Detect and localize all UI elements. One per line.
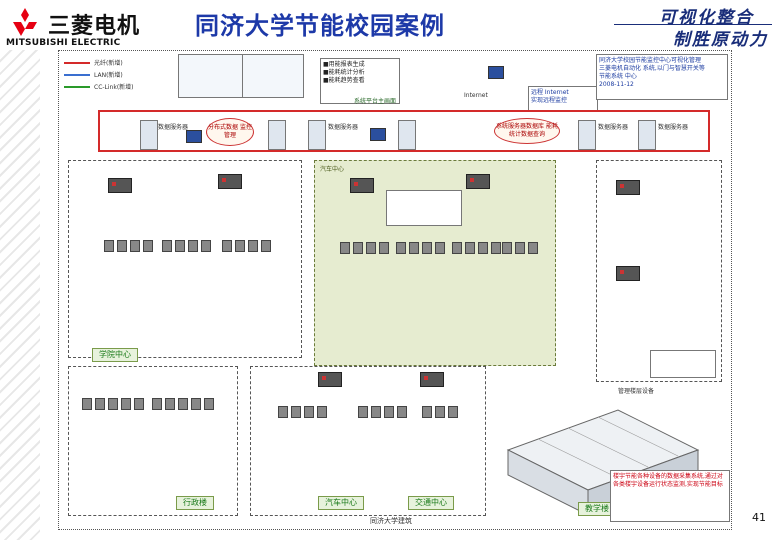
fiber-backbone-bottom — [98, 150, 710, 152]
workstation-icon — [186, 130, 202, 143]
meter-group — [152, 398, 214, 410]
plc-icon — [616, 266, 640, 281]
page-number: 41 — [752, 511, 766, 524]
data-server-icon — [268, 120, 286, 150]
mitsubishi-logo-icon — [13, 8, 37, 36]
meter-group — [452, 242, 501, 254]
legend-item-fiber: 光纤(新增) — [64, 58, 123, 67]
header: 三菱电机 MITSUBISHI ELECTRIC 同济大学节能校园案例 可视化整… — [0, 0, 780, 50]
device-info-box — [386, 190, 462, 226]
right-monitor-zone — [596, 160, 722, 382]
database-query-oval: 系统服务器数据库 能耗统计数据查询 — [494, 118, 560, 144]
plc-icon — [350, 178, 374, 193]
company-name-en: MITSUBISHI ELECTRIC — [6, 38, 121, 48]
admin-building-zone — [68, 366, 238, 516]
building-remark: 管理楼层设备 — [618, 388, 655, 395]
bottom-caption: 同济大学建筑 — [370, 517, 412, 525]
data-server-icon — [308, 120, 326, 150]
meter-group — [162, 240, 211, 252]
meter-group — [502, 242, 538, 254]
plc-icon — [318, 372, 342, 387]
meter-group — [340, 242, 389, 254]
plc-icon — [616, 180, 640, 195]
server-label: 数据服务器 — [658, 124, 689, 131]
legend-swatch — [64, 61, 90, 64]
fiber-backbone-top — [98, 110, 710, 112]
legend-label: CC-Link(新增) — [94, 84, 134, 91]
meter-group — [358, 406, 407, 418]
meter-group — [278, 406, 327, 418]
building-note: 楼宇节能各种设备的数据采集系统,通过对各类楼宇设备运行状态监测,实现节能目标 — [610, 470, 730, 522]
internet-label: Internet — [464, 92, 488, 99]
campus-note: 同济大学校园节能监控中心可视化管理 三菱电机自动化 系统,以门与智慧开关等 节能… — [596, 54, 728, 100]
slogan-line-1: 可视化整合 — [659, 8, 754, 28]
center-label-college: 学院中心 — [92, 348, 138, 362]
server-label: 数据服务器 — [598, 124, 629, 131]
data-server-icon — [638, 120, 656, 150]
meter-group — [82, 398, 144, 410]
page-title: 同济大学节能校园案例 — [195, 11, 445, 40]
plc-icon — [466, 174, 490, 189]
meter-group — [396, 242, 445, 254]
legend-swatch — [64, 73, 90, 76]
device-info-box — [650, 350, 716, 378]
remote-access-label: 远程 Internet 实现远程监控 — [528, 86, 598, 112]
legend-label: 光纤(新增) — [94, 60, 123, 67]
feature-item: ■用能报表生成 — [323, 61, 365, 68]
plc-icon — [108, 178, 132, 193]
server-label: 数据服务器 — [158, 124, 189, 131]
lower-center-zone — [250, 366, 486, 516]
slogan-divider — [614, 24, 772, 25]
screen-thumbnail — [242, 54, 304, 98]
legend-item-cclink: CC-Link(新增) — [64, 82, 134, 91]
data-server-icon — [578, 120, 596, 150]
center-label-admin: 行政楼 — [176, 496, 214, 510]
slogan: 可视化整合 制胜原动力 — [604, 0, 774, 50]
meter-group — [422, 406, 458, 418]
system-diagram: 光纤(新增) LAN(新增) CC-Link(新增) ■用能报表生成 ■能耗统计… — [58, 50, 732, 530]
data-server-icon — [140, 120, 158, 150]
server-label: 数据服务器 — [328, 124, 359, 131]
center-label-automotive: 汽车中心 — [318, 496, 364, 510]
diagram-frame — [58, 50, 732, 530]
left-hatch-decoration — [0, 50, 40, 540]
fiber-link — [98, 110, 100, 152]
distributed-monitor-oval: 分布式数据 监控管理 — [206, 118, 254, 146]
company-name-cn: 三菱电机 — [48, 14, 141, 39]
slogan-line-2: 制胜原动力 — [673, 30, 768, 50]
top-panel-caption: 系统平台主画面 — [354, 98, 397, 105]
legend-item-lan: LAN(新增) — [64, 70, 123, 79]
meter-group — [222, 240, 271, 252]
remote-pc-icon — [488, 66, 504, 79]
plc-icon — [218, 174, 242, 189]
green-zone-label: 汽车中心 — [320, 166, 345, 173]
legend-swatch — [64, 85, 90, 88]
fiber-link — [708, 110, 710, 152]
meter-group — [104, 240, 153, 252]
workstation-icon — [370, 128, 386, 141]
feature-item: ■能耗统计分析 — [323, 69, 365, 77]
feature-item: ■能耗趋势查看 — [323, 77, 365, 85]
center-label-teaching: 教学楼 — [578, 502, 616, 516]
screen-thumbnail — [178, 54, 244, 98]
plc-icon — [420, 372, 444, 387]
data-server-icon — [398, 120, 416, 150]
college-center-zone — [68, 160, 302, 358]
center-label-transport: 交通中心 — [408, 496, 454, 510]
top-feature-panel: ■用能报表生成 ■能耗统计分析 ■能耗趋势查看 — [320, 58, 400, 104]
legend-label: LAN(新增) — [94, 72, 123, 79]
